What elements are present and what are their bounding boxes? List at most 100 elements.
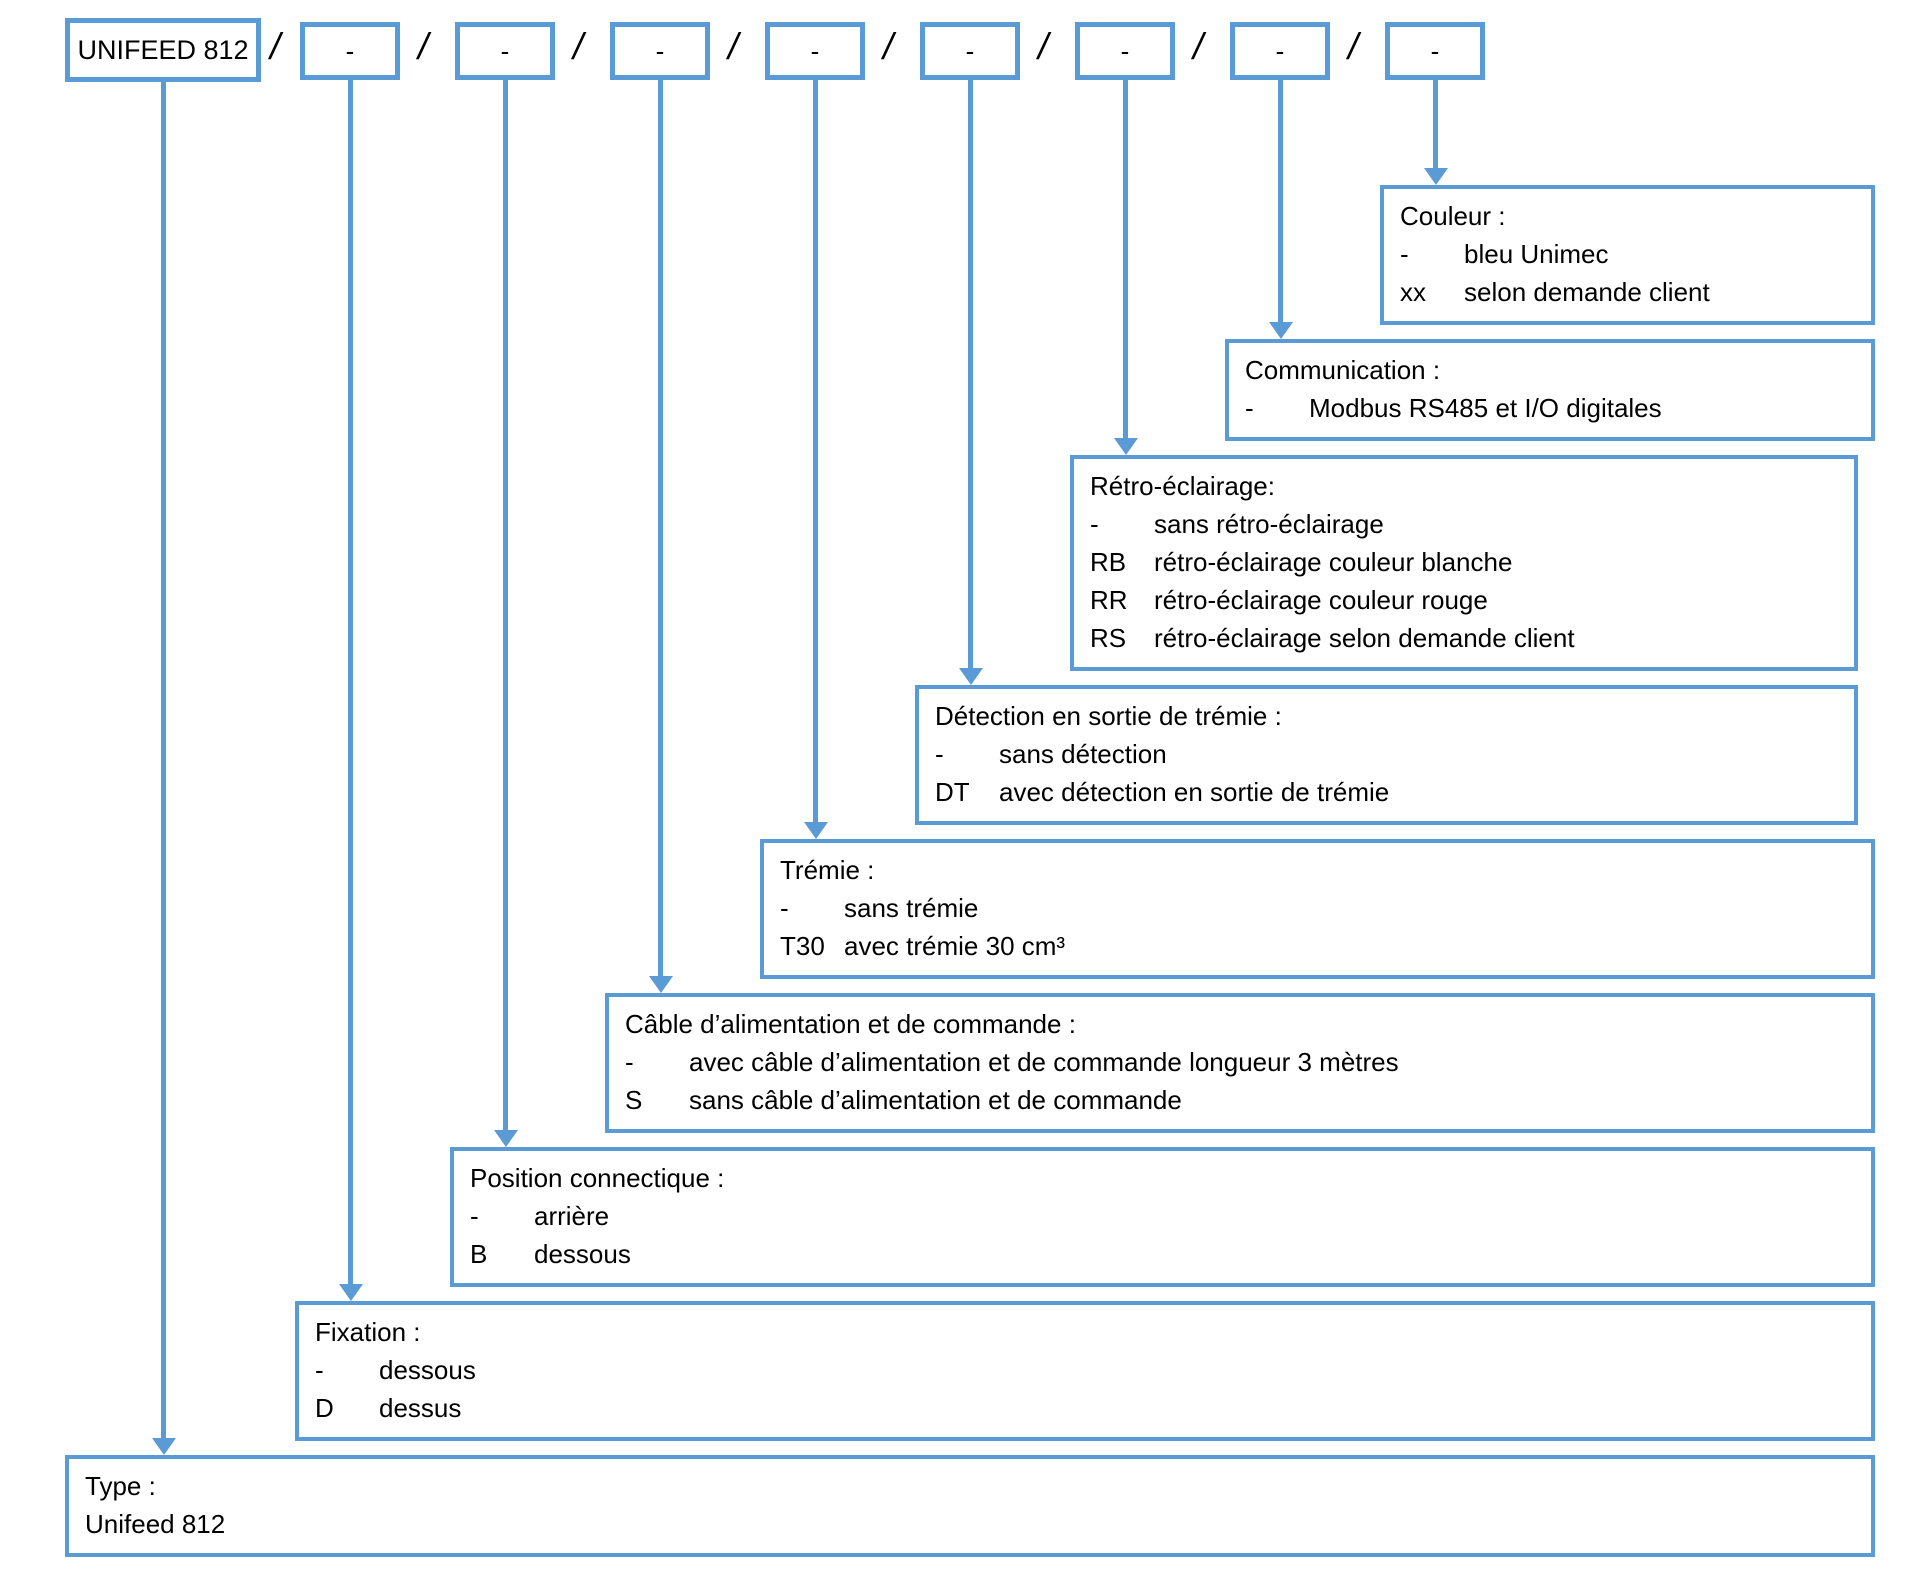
separator-slash: /	[1193, 26, 1204, 67]
cable-title: Câble d’alimentation et de commande :	[625, 1009, 1076, 1039]
option-label: selon demande client	[1464, 277, 1710, 307]
option-code: D	[315, 1393, 334, 1423]
communication-title: Communication :	[1245, 355, 1441, 385]
option-code: -	[1090, 509, 1099, 539]
tremie-title: Trémie :	[780, 855, 875, 885]
option-code: RR	[1090, 585, 1128, 615]
option-label: sans rétro-éclairage	[1154, 509, 1384, 539]
separator-slash: /	[883, 26, 894, 67]
option-label: rétro-éclairage selon demande client	[1154, 623, 1575, 653]
code-field-box-fixation: -	[300, 22, 400, 80]
separator-slash: /	[573, 26, 584, 67]
option-row: - dessous	[315, 1351, 1855, 1389]
detection-box: Détection en sortie de trémie : - sans d…	[915, 685, 1858, 825]
cable-box: Câble d’alimentation et de commande : - …	[605, 993, 1875, 1133]
couleur-box: Couleur : - bleu Unimec xx selon demande…	[1380, 185, 1875, 325]
code-field-value: -	[965, 35, 975, 66]
option-code: RB	[1090, 547, 1127, 577]
option-code: -	[1400, 239, 1409, 269]
type-value: Unifeed 812	[85, 1509, 226, 1539]
option-code: xx	[1400, 277, 1426, 307]
connector-arrow-cable	[648, 80, 673, 993]
option-row: - avec câble d’alimentation et de comman…	[625, 1043, 1855, 1081]
option-row: RB rétro-éclairage couleur blanche	[1090, 543, 1838, 581]
option-row: RR rétro-éclairage couleur rouge	[1090, 581, 1838, 619]
option-label: avec détection en sortie de trémie	[999, 777, 1390, 807]
option-code: -	[625, 1047, 634, 1077]
type-box: Type : Unifeed 812	[65, 1455, 1875, 1557]
connector-arrow-communication	[1268, 80, 1293, 339]
option-row: DT avec détection en sortie de trémie	[935, 773, 1838, 811]
option-code: -	[315, 1355, 324, 1385]
code-field-value: -	[655, 35, 665, 66]
option-label: bleu Unimec	[1464, 239, 1609, 269]
fixation-box: Fixation : - dessous D dessus	[295, 1301, 1875, 1441]
option-label: arrière	[534, 1201, 610, 1231]
code-field-box-retro-eclairage: -	[1075, 22, 1175, 80]
option-label: rétro-éclairage couleur rouge	[1154, 585, 1488, 615]
code-field-value: -	[810, 35, 820, 66]
separator-slash: /	[1348, 26, 1359, 67]
communication-box: Communication : - Modbus RS485 et I/O di…	[1225, 339, 1875, 441]
option-row: - bleu Unimec	[1400, 235, 1855, 273]
option-row: D dessus	[315, 1389, 1855, 1427]
option-code: -	[780, 893, 789, 923]
fixation-title: Fixation :	[315, 1317, 421, 1347]
separator-slash: /	[270, 26, 281, 67]
option-label: dessous	[379, 1355, 476, 1385]
code-field-box-tremie: -	[765, 22, 865, 80]
model-code-box: UNIFEED 812	[65, 18, 261, 82]
option-code: DT	[935, 777, 970, 807]
option-label: dessus	[379, 1393, 462, 1423]
option-code: RS	[1090, 623, 1127, 653]
code-field-value: -	[1430, 35, 1440, 66]
option-row: RS rétro-éclairage selon demande client	[1090, 619, 1838, 657]
option-label: Modbus RS485 et I/O digitales	[1309, 393, 1662, 423]
option-row: xx selon demande client	[1400, 273, 1855, 311]
connector-arrow-retro-eclairage	[1113, 80, 1138, 455]
option-label: avec câble d’alimentation et de commande…	[689, 1047, 1399, 1077]
position-connectique-title: Position connectique :	[470, 1163, 725, 1193]
code-field-box-detection: -	[920, 22, 1020, 80]
option-row: - sans rétro-éclairage	[1090, 505, 1838, 543]
option-code: S	[625, 1085, 643, 1115]
code-field-box-communication: -	[1230, 22, 1330, 80]
code-field-box-couleur: -	[1385, 22, 1485, 80]
option-row: - Modbus RS485 et I/O digitales	[1245, 389, 1855, 427]
code-field-value: -	[1275, 35, 1285, 66]
code-field-value: -	[345, 35, 355, 66]
option-label: sans trémie	[844, 893, 979, 923]
option-code: -	[1245, 393, 1254, 423]
code-field-box-position: -	[455, 22, 555, 80]
option-code: -	[935, 739, 944, 769]
option-row: - sans trémie	[780, 889, 1855, 927]
separator-slash: /	[728, 26, 739, 67]
detection-title: Détection en sortie de trémie :	[935, 701, 1282, 731]
model-code-label: UNIFEED 812	[77, 34, 249, 65]
tremie-box: Trémie : - sans trémie T30 avec trémie 3…	[760, 839, 1875, 979]
option-row: - sans détection	[935, 735, 1838, 773]
couleur-title: Couleur :	[1400, 201, 1506, 231]
option-label: sans câble d’alimentation et de commande	[689, 1085, 1182, 1115]
option-label: avec trémie 30 cm³	[844, 931, 1066, 961]
separator-slash: /	[418, 26, 429, 67]
connector-arrow-detection	[958, 80, 983, 685]
connector-arrow-fixation	[338, 80, 363, 1301]
position-connectique-box: Position connectique : - arrière B desso…	[450, 1147, 1875, 1287]
code-field-value: -	[1120, 35, 1130, 66]
option-row: T30 avec trémie 30 cm³	[780, 927, 1855, 965]
separator-slash: /	[1038, 26, 1049, 67]
option-code: -	[470, 1201, 479, 1231]
option-row: - arrière	[470, 1197, 1855, 1235]
option-row: B dessous	[470, 1235, 1855, 1273]
connector-arrow-position-connectique	[493, 80, 518, 1147]
retro-eclairage-box: Rétro-éclairage: - sans rétro-éclairage …	[1070, 455, 1858, 671]
type-title: Type :	[85, 1471, 156, 1501]
option-row: S sans câble d’alimentation et de comman…	[625, 1081, 1855, 1119]
code-field-box-cable: -	[610, 22, 710, 80]
option-label: rétro-éclairage couleur blanche	[1154, 547, 1513, 577]
option-code: T30	[780, 931, 825, 961]
retro-eclairage-title: Rétro-éclairage:	[1090, 471, 1275, 501]
option-label: sans détection	[999, 739, 1167, 769]
